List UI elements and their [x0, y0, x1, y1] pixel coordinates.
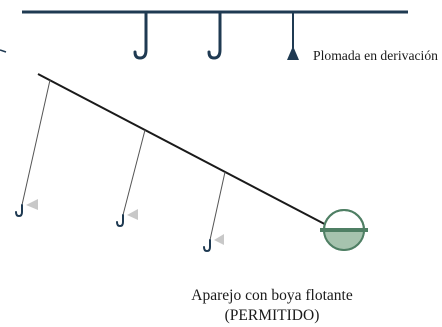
bait-icon [26, 199, 38, 210]
bait-icon [214, 234, 224, 245]
edge-tick [0, 49, 7, 53]
fishing-hook-icon [116, 214, 124, 228]
float-buoy-icon [320, 209, 368, 251]
top-rig-label: Plomada en derivación [313, 48, 438, 63]
fishing-hook-icon [15, 204, 23, 218]
bottom-mainline [37, 73, 337, 231]
bottom-rig: Aparejo con boya flotante (PERMITIDO) [15, 73, 368, 324]
dropper-line [209, 171, 226, 241]
bait-icon [127, 209, 138, 220]
fishing-hook-icon [133, 10, 148, 60]
fishing-hook-icon [207, 10, 222, 60]
bottom-rig-caption-line2: (PERMITIDO) [225, 307, 320, 324]
fishing-hook-icon [203, 239, 211, 253]
dropper-line [122, 129, 146, 216]
dropper-line [21, 79, 51, 206]
bottom-rig-caption-line1: Aparejo con boya flotante [191, 287, 353, 304]
plummet-sinker-icon [287, 46, 299, 60]
top-rig: Plomada en derivación [22, 10, 438, 63]
